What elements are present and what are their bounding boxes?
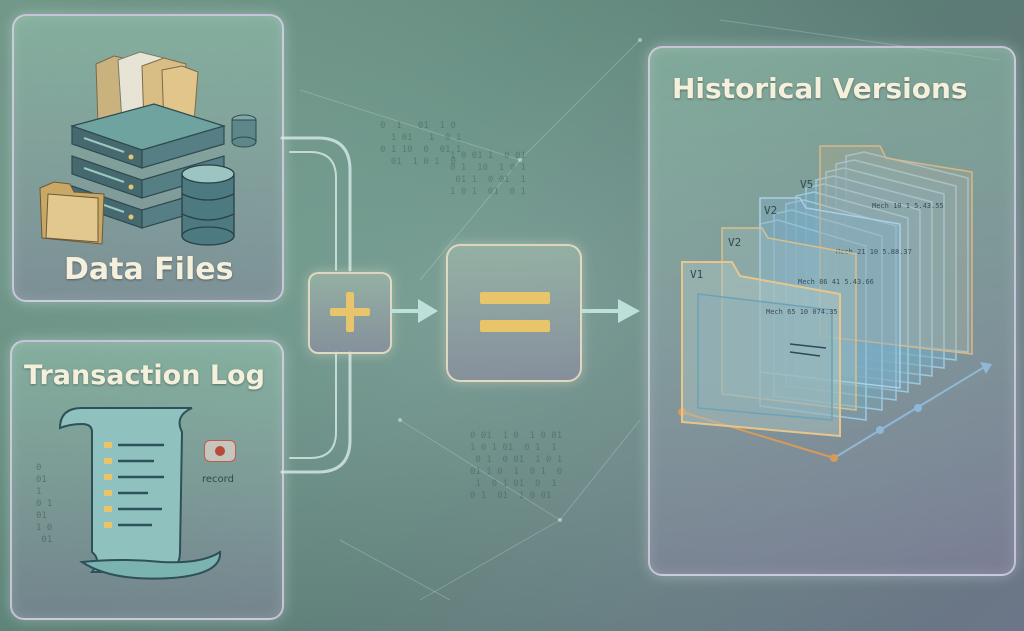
transaction-log-title: Transaction Log bbox=[24, 360, 265, 391]
version-meta-v2: Mech 86 41 5.43.66 bbox=[798, 278, 874, 286]
version-label-v2-back: V2 bbox=[764, 204, 777, 217]
background-binary-left: 0 1 01 1 0 1 01 1 0 1 0 1 10 0 01 1 01 1… bbox=[380, 121, 462, 167]
folder-icon bbox=[39, 181, 105, 245]
database-icon bbox=[181, 164, 235, 246]
arrow-right-icon bbox=[582, 299, 640, 323]
plus-operator-box bbox=[308, 272, 392, 354]
background-binary-bottom: 0 01 1 0 1 0 01 1 0 1 01 0 1 1 0 1 0 01 … bbox=[470, 431, 563, 501]
database-icon bbox=[231, 114, 257, 148]
arrow-right-icon bbox=[390, 299, 438, 323]
folder-icon bbox=[681, 261, 841, 438]
equals-operator-box bbox=[446, 244, 582, 382]
data-files-title: Data Files bbox=[64, 252, 234, 287]
binary-stream: 0 01 1 0 1 01 1 0 01 bbox=[36, 463, 53, 545]
versions-illustration: V5 Mech 10 1 5.43.55 V2 Mech 21 10 5.88.… bbox=[678, 145, 992, 462]
plus-icon bbox=[330, 292, 370, 332]
historical-versions-panel: Historical Versions V5 Mec bbox=[648, 46, 1016, 576]
version-label-v5: V5 bbox=[800, 178, 813, 191]
data-files-illustration bbox=[39, 51, 257, 246]
version-meta-v2-back: Mech 21 10 5.88.37 bbox=[836, 248, 912, 256]
scroll-log-icon bbox=[58, 407, 222, 580]
version-meta-v1: Mech 65 10 074.35 bbox=[766, 308, 838, 316]
version-label-v2: V2 bbox=[728, 236, 741, 249]
record-icon bbox=[204, 440, 236, 462]
version-meta-v5: Mech 10 1 5.43.55 bbox=[872, 202, 944, 210]
version-label-v1: V1 bbox=[690, 268, 703, 281]
background-binary-mid: 1 0 01 1 0 01 0 1 10 1 0 1 01 1 0 01 1 1… bbox=[450, 151, 526, 197]
historical-versions-title: Historical Versions bbox=[672, 72, 968, 105]
timeline-icon bbox=[678, 362, 992, 462]
record-label: record bbox=[202, 474, 234, 485]
equals-icon bbox=[480, 292, 550, 332]
transaction-log-panel: Transaction Log 0 01 1 0 1 01 1 0 01 rec… bbox=[10, 340, 284, 620]
data-files-panel: Data Files bbox=[12, 14, 284, 302]
